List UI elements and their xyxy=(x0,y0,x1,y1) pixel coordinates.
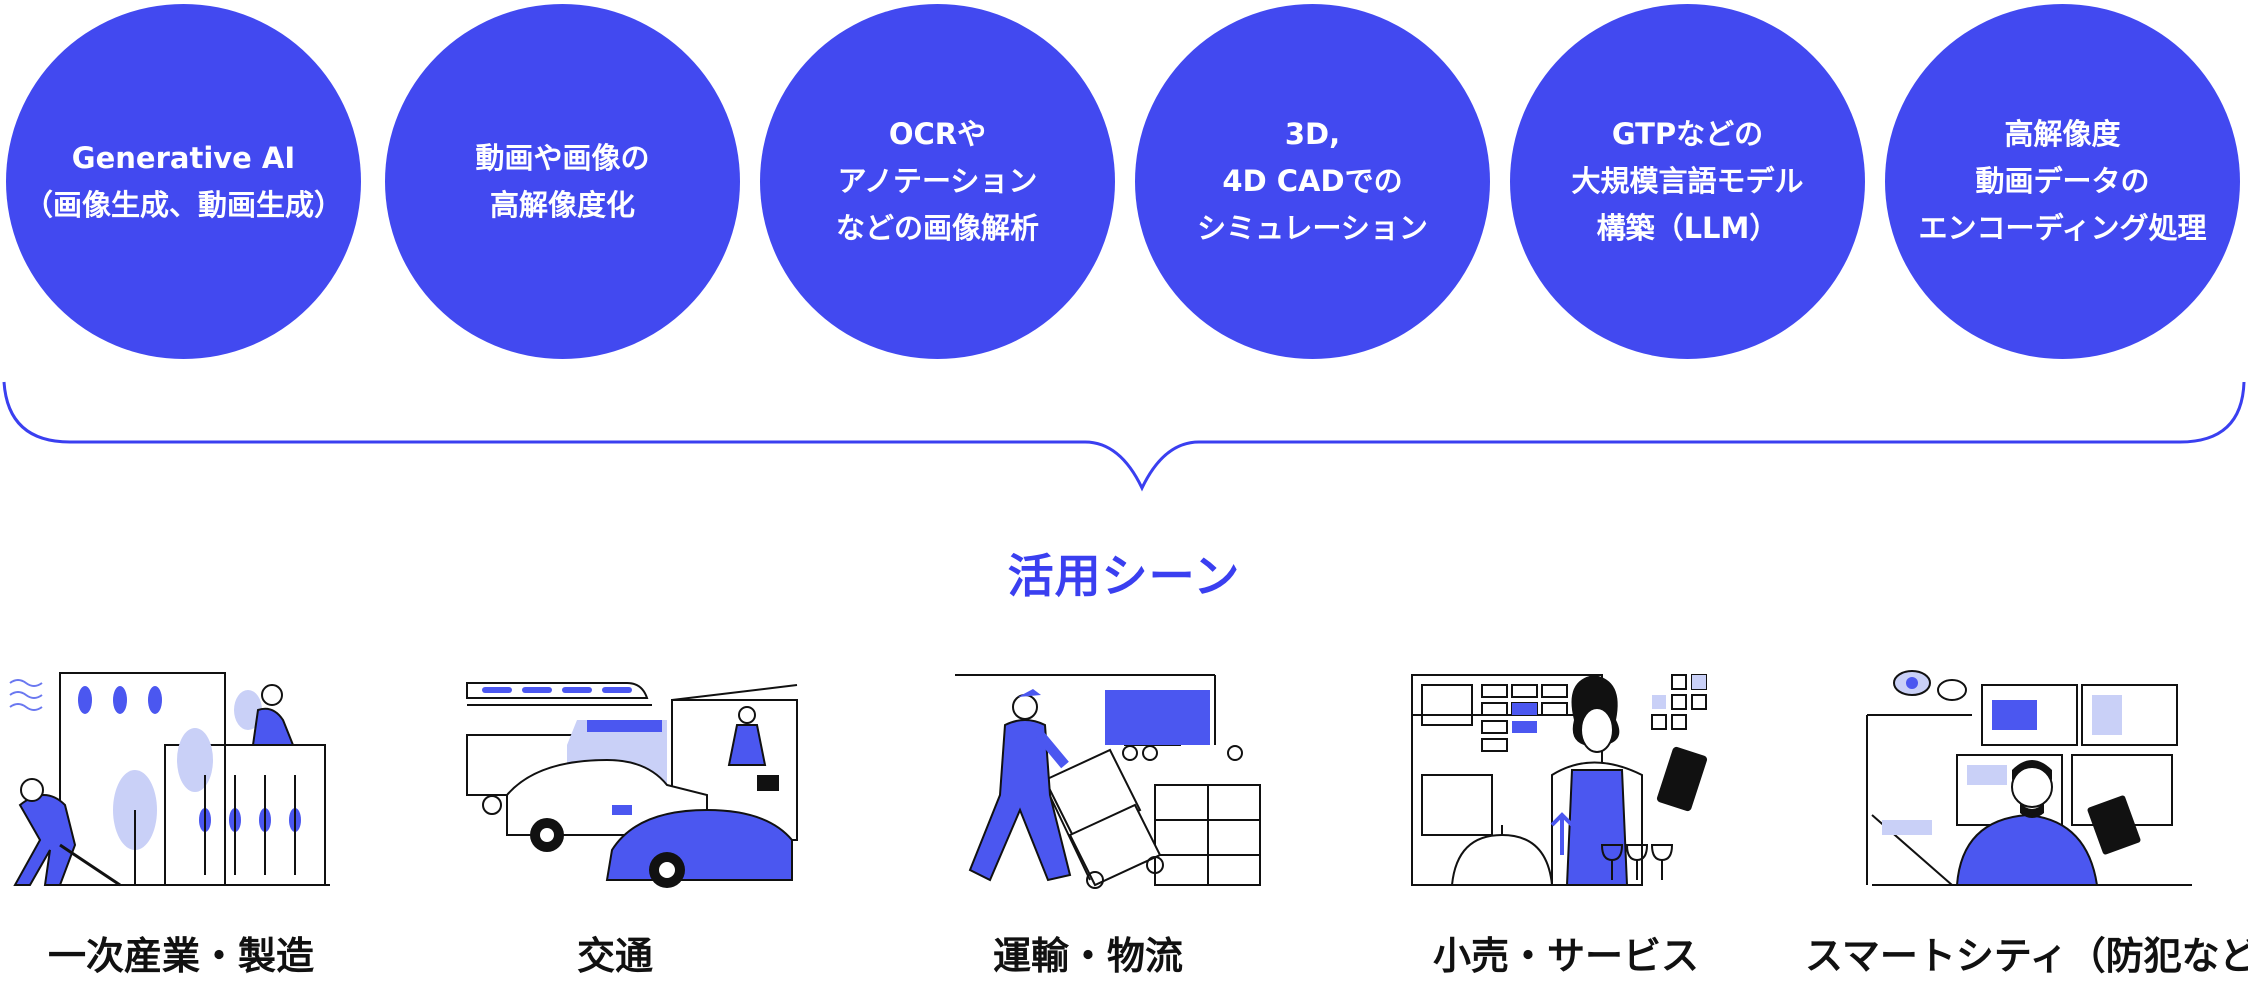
scene-label-smart-city: スマートシティ（防犯など） xyxy=(1805,934,2248,978)
topic-label: Generative AI （画像生成、動画生成） xyxy=(23,140,343,222)
topic-circle-encoding: 高解像度 動画データの エンコーディング処理 xyxy=(1885,4,2240,359)
topic-label: GTPなどの 大規模言語モデル 構築（LLM） xyxy=(1571,117,1804,245)
topic-circles: Generative AI （画像生成、動画生成） 動画や画像の 高解像度化 O… xyxy=(0,0,2248,370)
topic-label: 3D, 4D CADでの シミュレーション xyxy=(1197,117,1428,245)
traffic-icon xyxy=(462,665,802,895)
scene-label-logistics: 運輸・物流 xyxy=(993,934,1184,978)
topic-label: OCRや アノテーション などの画像解析 xyxy=(835,117,1039,245)
topic-circle-image-analysis: OCRや アノテーション などの画像解析 xyxy=(760,4,1115,359)
scene-label-traffic: 交通 xyxy=(577,934,654,978)
topic-circle-llm: GTPなどの 大規模言語モデル 構築（LLM） xyxy=(1510,4,1865,359)
smart-city-icon xyxy=(1862,665,2202,895)
topic-circle-cad-simulation: 3D, 4D CADでの シミュレーション xyxy=(1135,4,1490,359)
farm-worker-icon xyxy=(0,665,340,895)
topic-circle-upscaling: 動画や画像の 高解像度化 xyxy=(385,4,740,359)
topic-label: 高解像度 動画データの エンコーディング処理 xyxy=(1918,117,2207,245)
section-title: 活用シーン xyxy=(1007,549,1241,603)
logistics-icon xyxy=(930,665,1270,895)
retail-icon xyxy=(1402,665,1742,895)
scene-label-retail: 小売・サービス xyxy=(1433,934,1700,978)
topic-label: 動画や画像の 高解像度化 xyxy=(475,140,650,222)
scene-label-primary-industry: 一次産業・製造 xyxy=(48,934,315,978)
brace-connector xyxy=(2,381,2246,492)
topic-circle-generative-ai: Generative AI （画像生成、動画生成） xyxy=(6,4,361,359)
